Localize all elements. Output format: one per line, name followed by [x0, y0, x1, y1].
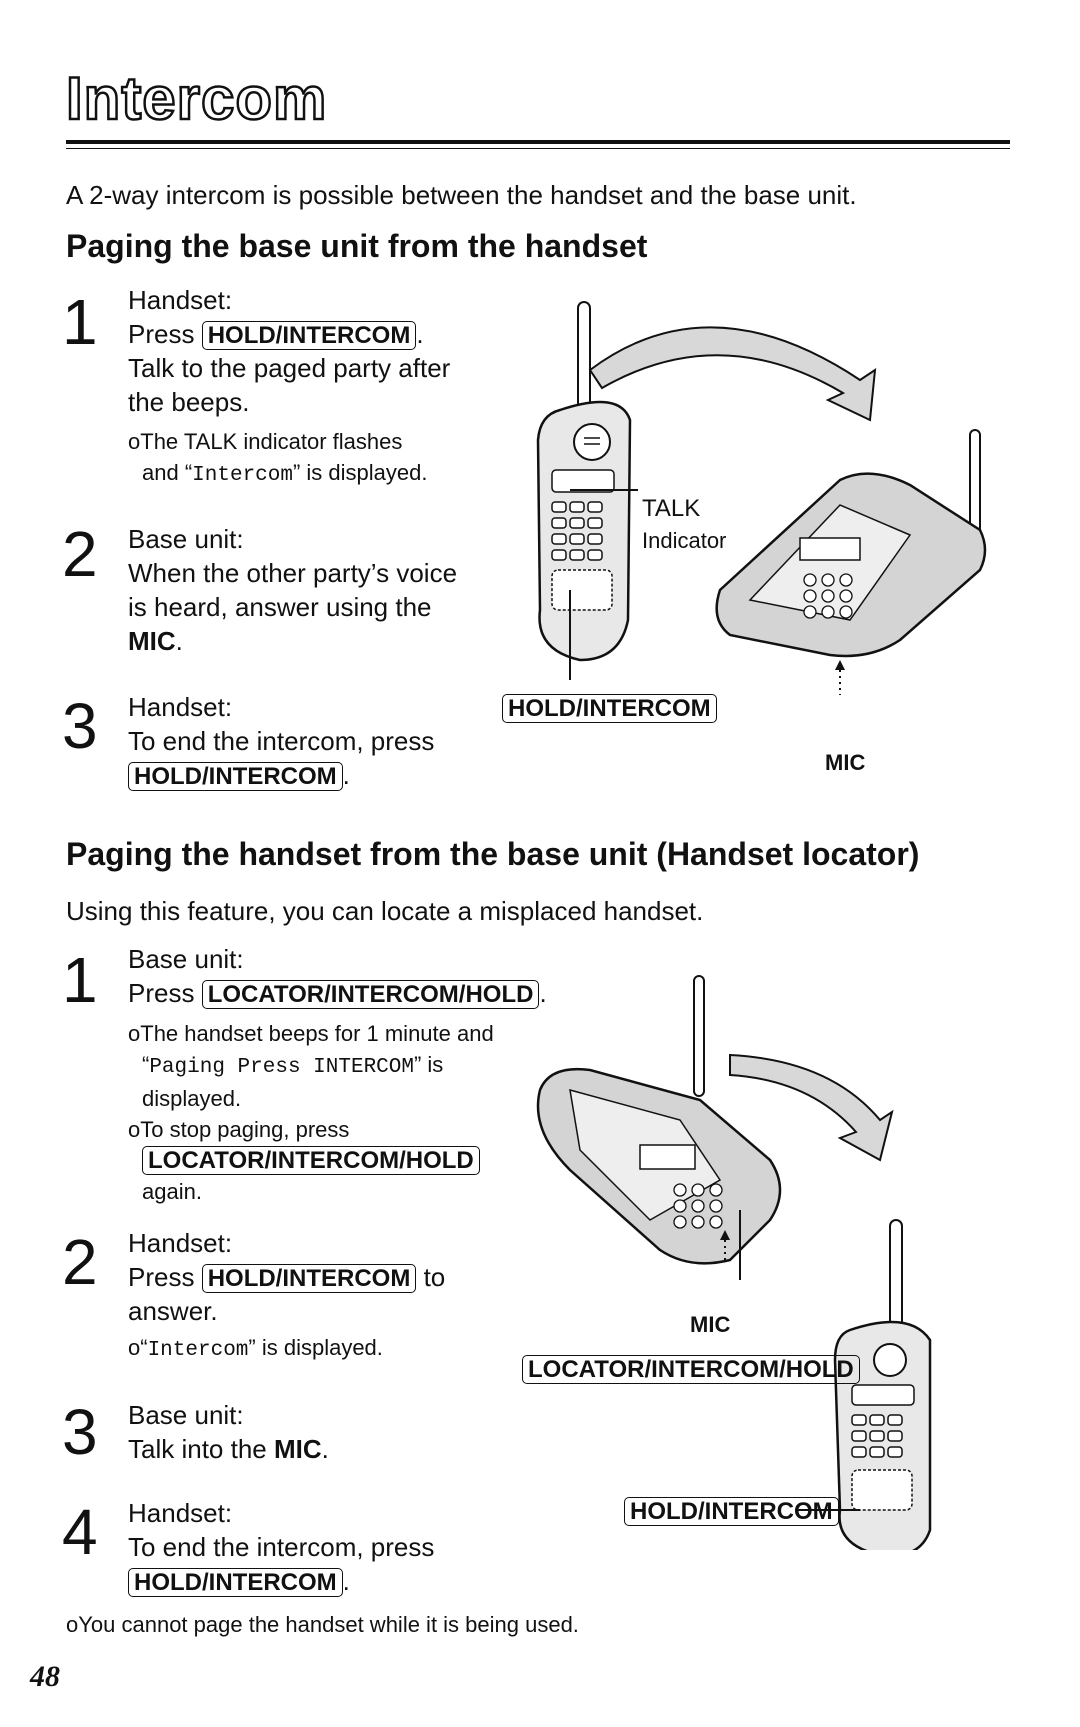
s2-step1-note2-mono: Paging Press INTERCOM: [149, 1056, 414, 1079]
s1-step3-label: Handset:: [128, 692, 233, 722]
s1-step1-note2-post: ” is displayed.: [292, 460, 428, 485]
s1-step1-note2-mono: Intercom: [192, 464, 293, 487]
s2-step4-number: 4: [62, 1496, 98, 1568]
s1-step1-period: .: [416, 319, 424, 349]
s1-step2-line2: When the other party’s voice: [128, 558, 458, 588]
s2-step2-note-post: ” is displayed.: [248, 1335, 383, 1360]
s2-step1-notes: oThe handset beeps for 1 minute and “Pag…: [128, 1018, 598, 1207]
s2-step3-mic: MIC: [273, 1434, 322, 1464]
hold-intercom-key: HOLD/INTERCOM: [201, 321, 417, 350]
s2-step1-number: 1: [62, 944, 98, 1016]
s2-step1-text: Base unit: Press LOCATOR/INTERCOM/HOLD.: [128, 942, 598, 1010]
title-rule-thin: [66, 148, 1010, 149]
s2-step3-period: .: [321, 1434, 329, 1464]
s2-step4-line2: To end the intercom, press: [128, 1532, 435, 1562]
s2-step2-press: Press: [128, 1262, 202, 1292]
bullet: o: [66, 1612, 79, 1637]
bullet: o: [128, 429, 141, 454]
s2-step1-note4: To stop paging, press: [140, 1117, 350, 1142]
fig2-mic-label: MIC: [690, 1312, 731, 1337]
s1-step1-line4: the beeps.: [128, 387, 250, 417]
s1-step1-note1: The TALK indicator flashes: [140, 429, 403, 454]
s2-step1-note2-post: ” is: [413, 1052, 444, 1077]
s1-step2-line3: is heard, answer using the: [128, 592, 432, 622]
s1-step2-number: 2: [62, 518, 98, 590]
fig1-key-label: HOLD/INTERCOM: [502, 694, 717, 723]
s1-step2-text: Base unit: When the other party’s voice …: [128, 522, 508, 658]
s2-step2-to: to: [416, 1262, 446, 1292]
s1-step3-text: Handset: To end the intercom, press HOLD…: [128, 690, 508, 792]
s1-step1-notes: oThe TALK indicator flashes and “Interco…: [128, 426, 508, 491]
s1-step2-mic: MIC: [128, 626, 176, 656]
s2-step1-note1: The handset beeps for 1 minute and: [140, 1021, 494, 1046]
section2-intro: Using this feature, you can locate a mis…: [66, 896, 704, 926]
bullet: o: [128, 1335, 141, 1360]
indicator-label: Indicator: [642, 528, 727, 553]
hold-intercom-key: HOLD/INTERCOM: [128, 1568, 343, 1597]
fig1-mic-label: MIC: [825, 750, 866, 775]
s2-step2-line3: answer.: [128, 1296, 218, 1326]
bullet: o: [128, 1021, 141, 1046]
s2-step2-note-mono: Intercom: [147, 1339, 249, 1362]
locator-intercom-hold-key: LOCATOR/INTERCOM/HOLD: [142, 1146, 480, 1175]
s2-step2-number: 2: [62, 1226, 98, 1298]
s1-step1-line3: Talk to the paged party after: [128, 353, 451, 383]
s2-step3-number: 3: [62, 1396, 98, 1468]
s2-step3-text: Base unit: Talk into the MIC.: [128, 1398, 508, 1466]
s2-step4-text: Handset: To end the intercom, press HOLD…: [128, 1496, 528, 1598]
s2-step1-note6: again.: [142, 1179, 202, 1204]
s1-step3-number: 3: [62, 690, 98, 762]
s1-step3-line2: To end the intercom, press: [128, 726, 435, 756]
s1-step1-press-line: Press HOLD/INTERCOM.: [128, 317, 508, 351]
s2-step1-label: Base unit:: [128, 944, 244, 974]
figure1-illustration: [536, 301, 987, 695]
s1-step1-press: Press: [128, 319, 202, 349]
bullet: o: [128, 1117, 141, 1142]
title-rule: [66, 140, 1010, 144]
s2-step2-label: Handset:: [128, 1228, 233, 1258]
footnote-text: You cannot page the handset while it is …: [78, 1612, 579, 1637]
s2-step1-note3: displayed.: [142, 1086, 242, 1111]
s2-step3-label: Base unit:: [128, 1400, 244, 1430]
talk-label: TALK: [642, 495, 701, 522]
s1-step1-number: 1: [62, 286, 98, 358]
locator-intercom-hold-key: LOCATOR/INTERCOM/HOLD: [522, 1355, 860, 1384]
section2-heading: Paging the handset from the base unit (H…: [66, 836, 920, 872]
hold-intercom-key: HOLD/INTERCOM: [201, 1264, 417, 1293]
fig2-key1-label: LOCATOR/INTERCOM/HOLD: [522, 1355, 860, 1384]
page-number: 48: [30, 1660, 60, 1693]
s1-step1-note2-pre: and “: [142, 460, 193, 485]
s2-step3-talk: Talk into the: [128, 1434, 274, 1464]
s1-step2-label: Base unit:: [128, 524, 244, 554]
hold-intercom-key: HOLD/INTERCOM: [624, 1497, 839, 1526]
footnote: oYou cannot page the handset while it is…: [66, 1612, 579, 1638]
hold-intercom-key: HOLD/INTERCOM: [128, 762, 343, 791]
s1-step2-period: .: [175, 626, 183, 656]
s1-step1-label: Handset:: [128, 285, 233, 315]
hold-intercom-key: HOLD/INTERCOM: [502, 694, 717, 723]
s2-step1-press: Press: [128, 978, 202, 1008]
s1-step3-period: .: [342, 760, 350, 790]
intro-text: A 2-way intercom is possible between the…: [66, 180, 857, 210]
fig2-key2-label: HOLD/INTERCOM: [624, 1497, 839, 1526]
page-title: Intercom: [65, 64, 328, 134]
section1-heading: Paging the base unit from the handset: [66, 228, 648, 264]
locator-intercom-hold-key: LOCATOR/INTERCOM/HOLD: [201, 980, 540, 1009]
s2-step1-period: .: [539, 978, 547, 1008]
s2-step2-text: Handset: Press HOLD/INTERCOM to answer.: [128, 1226, 508, 1328]
s1-step1-text: Handset: Press HOLD/INTERCOM. Talk to th…: [128, 283, 508, 419]
s2-step4-period: .: [342, 1566, 350, 1596]
figure2-illustration: [536, 975, 932, 1550]
s2-step2-note: o“Intercom” is displayed.: [128, 1335, 383, 1362]
s2-step4-label: Handset:: [128, 1498, 233, 1528]
